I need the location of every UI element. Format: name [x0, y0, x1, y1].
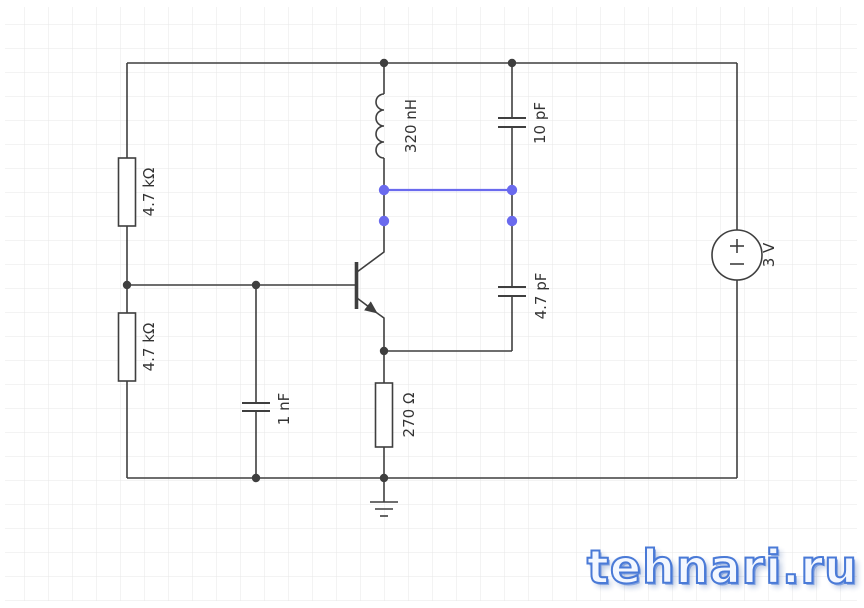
capacitor-c2-label: 10 pF: [531, 102, 549, 144]
grid-background: [5, 7, 857, 601]
capacitor-c3[interactable]: 4.7 pF: [498, 273, 550, 320]
junction-dot: [379, 473, 389, 483]
capacitor-c1-label: 1 nF: [275, 393, 293, 425]
voltage-source[interactable]: 3 V: [711, 229, 778, 281]
junction-dot: [122, 280, 132, 290]
capacitor-c3-label: 4.7 pF: [532, 273, 550, 320]
junction-dot: [251, 473, 261, 483]
resistor-r1[interactable]: 4.7 kΩ: [117, 157, 159, 227]
junction-dots: [122, 58, 517, 483]
selection-handle[interactable]: [506, 184, 518, 196]
resistor-r2-label: 4.7 kΩ: [140, 323, 158, 372]
resistor-r2[interactable]: 4.7 kΩ: [117, 312, 159, 382]
transistor-emitter: [376, 312, 385, 351]
selection-handle[interactable]: [378, 184, 390, 196]
junction-dot: [507, 58, 517, 68]
selection-handle[interactable]: [506, 215, 518, 227]
voltage-source-label: 3 V: [760, 242, 778, 267]
resistor-r3[interactable]: 270 Ω: [374, 382, 419, 448]
inductor-l1[interactable]: 320 nH: [375, 93, 420, 159]
watermark: tehnari.ru: [586, 539, 858, 595]
transistor-collector: [356, 221, 385, 273]
selection-handle[interactable]: [378, 215, 390, 227]
selection-handles: [378, 184, 518, 227]
capacitor-c1[interactable]: 1 nF: [242, 393, 293, 425]
transistor-emitter-arrow: [356, 297, 378, 314]
junction-dot: [379, 58, 389, 68]
resistor-r1-label: 4.7 kΩ: [140, 168, 158, 217]
resistor-r3-label: 270 Ω: [400, 393, 418, 438]
inductor-l1-label: 320 nH: [402, 99, 420, 153]
ground-symbol[interactable]: [370, 501, 398, 517]
junction-dot: [379, 346, 389, 356]
junction-dot: [251, 280, 261, 290]
capacitor-c2[interactable]: 10 pF: [498, 102, 549, 144]
transistor-npn[interactable]: [354, 221, 385, 351]
